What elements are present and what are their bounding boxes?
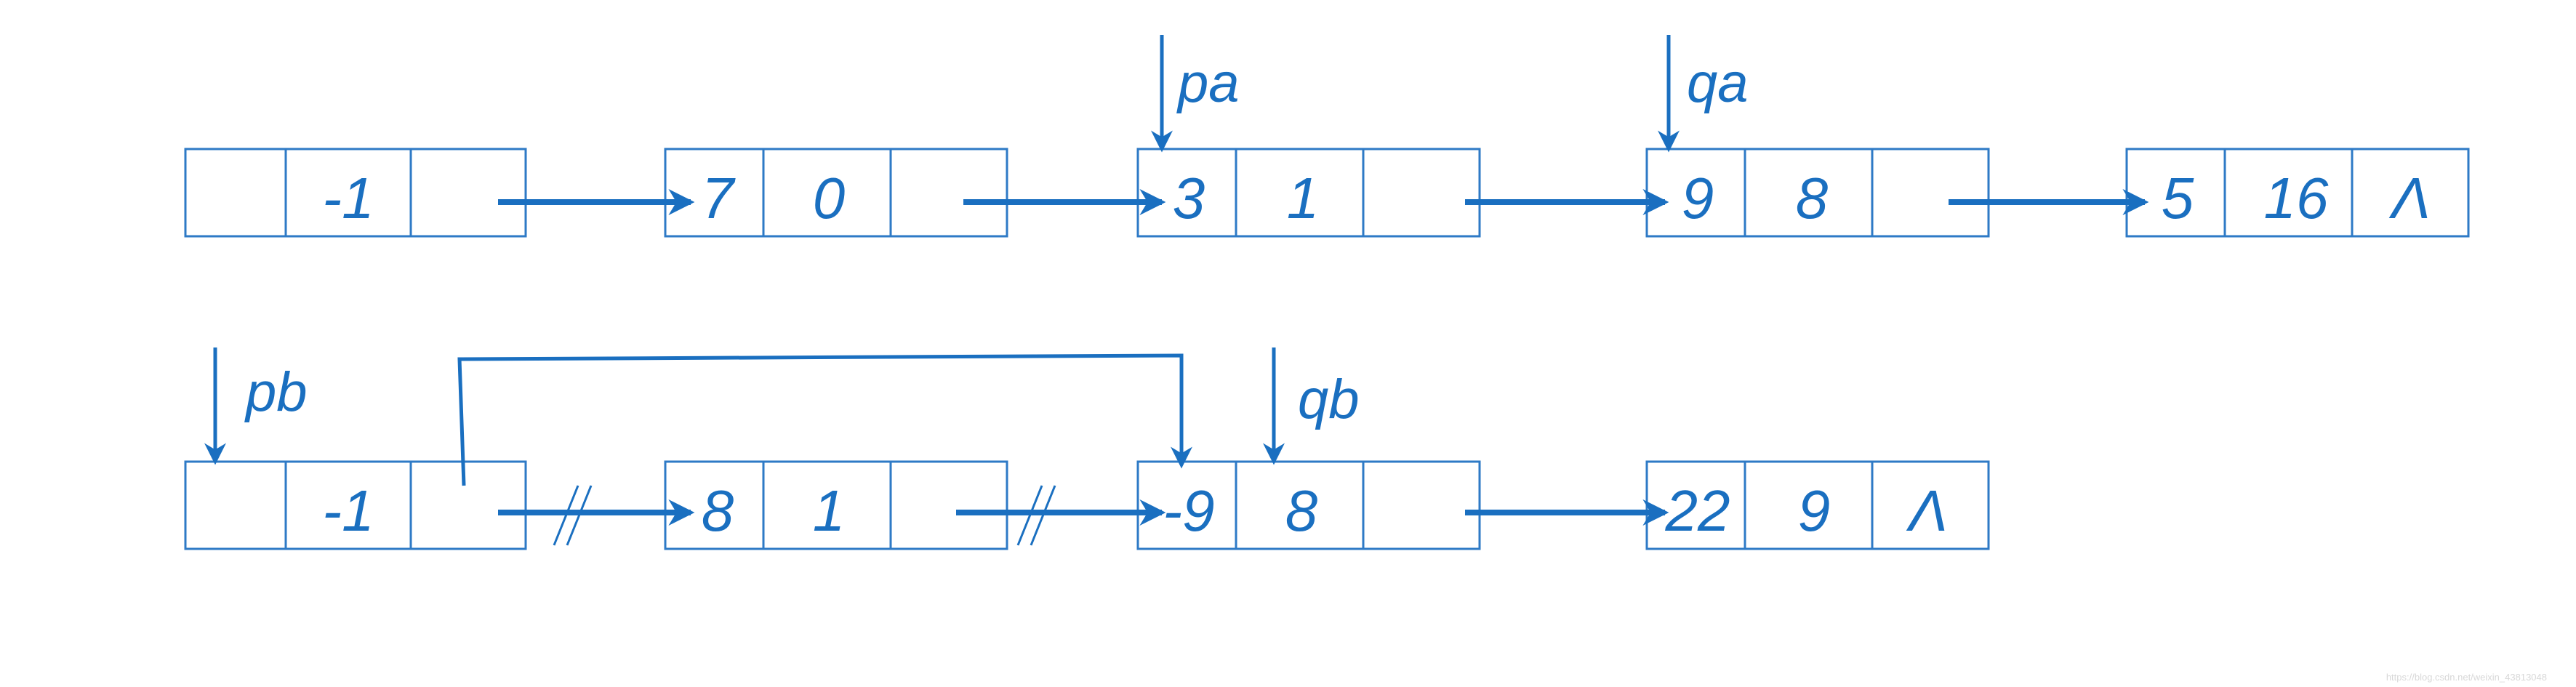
coef-label: 5: [2162, 166, 2194, 230]
exp-label: -1: [322, 478, 374, 543]
exp-label: -1: [322, 166, 374, 230]
exp-label: 8: [1796, 166, 1829, 230]
next-cell: [1362, 148, 1481, 238]
qb-pointer-label: qb: [1298, 369, 1360, 430]
list-a: -1 7 0 3 1 9 8: [184, 35, 2470, 238]
exp-cell: [1235, 148, 1365, 238]
watermark: https://blog.csdn.net/weixin_43813048: [2386, 672, 2547, 683]
exp-cell: [2223, 148, 2354, 238]
null-label: Λ: [2388, 166, 2430, 230]
next-cell: [1362, 460, 1481, 550]
coef-cell: [184, 148, 287, 238]
break-mark: [1016, 485, 1043, 546]
pb-pointer-label: pb: [244, 361, 308, 423]
list-a-node-4: 5 16 Λ: [2125, 148, 2470, 238]
next-cell: [1871, 460, 1990, 550]
coef-label: 8: [702, 478, 734, 543]
exp-cell: [284, 460, 412, 550]
null-label: Λ: [1906, 478, 1947, 543]
coef-label: 9: [1682, 166, 1714, 230]
exp-cell: [762, 460, 892, 550]
list-b: -1 8 1 -9 8 22 9 Λ: [184, 347, 1990, 550]
exp-label: 8: [1285, 478, 1318, 543]
exp-cell: [1744, 148, 1874, 238]
exp-label: 9: [1798, 478, 1831, 543]
break-mark: [553, 485, 579, 546]
list-b-node-1: 8 1: [664, 460, 1008, 550]
list-a-node-2: 3 1: [1136, 148, 1481, 238]
list-b-node-head: -1: [184, 460, 527, 550]
list-b-node-2: -9 8: [1136, 460, 1481, 550]
coef-label: 7: [702, 166, 736, 230]
exp-label: 1: [1287, 166, 1320, 230]
next-cell: [889, 148, 1008, 238]
list-a-node-1: 7 0: [664, 148, 1008, 238]
coef-cell: [184, 460, 287, 550]
next-cell: [1871, 148, 1990, 238]
next-cell: [409, 148, 527, 238]
coef-label: -9: [1163, 478, 1214, 543]
next-cell: [2351, 148, 2470, 238]
bypass-link-arrow: [457, 353, 1192, 486]
pa-pointer-label: pa: [1176, 52, 1240, 114]
exp-cell: [284, 148, 412, 238]
exp-label: 16: [2264, 166, 2329, 230]
list-b-node-3: 22 9 Λ: [1645, 460, 1990, 550]
exp-label: 0: [813, 166, 846, 230]
break-mark: [1030, 485, 1056, 546]
coef-label: 22: [1665, 478, 1730, 543]
break-mark: [566, 485, 593, 546]
coef-label: 3: [1173, 166, 1205, 230]
exp-label: 1: [813, 478, 846, 543]
qa-pointer-label: qa: [1687, 52, 1749, 114]
next-cell: [889, 460, 1008, 550]
exp-cell: [762, 148, 892, 238]
next-cell: [409, 460, 527, 550]
exp-cell: [1744, 460, 1874, 550]
list-a-node-head: -1: [184, 148, 527, 238]
list-a-node-3: 9 8: [1645, 148, 1990, 238]
